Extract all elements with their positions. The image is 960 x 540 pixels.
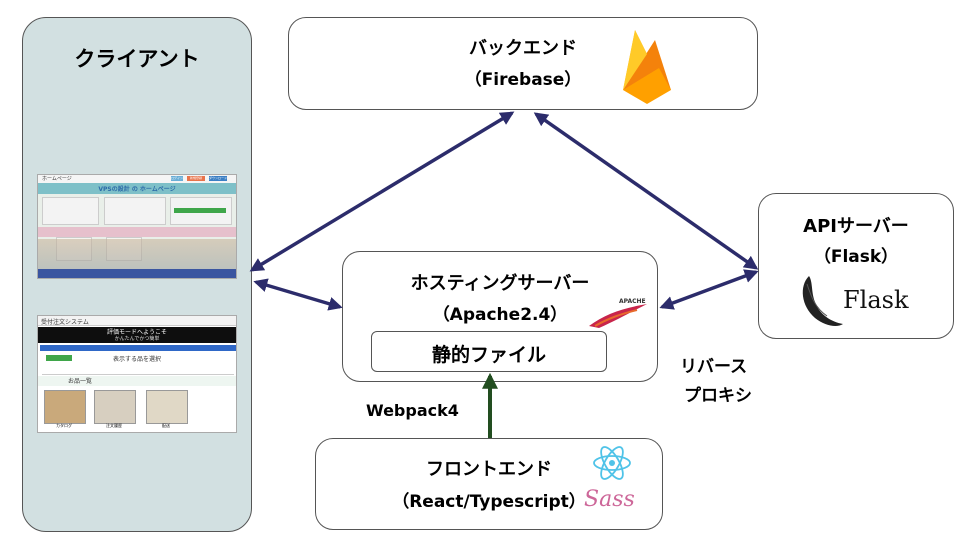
webpack-label: Webpack4 <box>366 401 459 420</box>
flask-horn-icon <box>802 276 843 326</box>
homepage-tab: ホームページ <box>42 176 72 182</box>
frontend-title: フロントエンド <box>426 459 552 480</box>
homepage-heading: VPSの設計 の ホームページ <box>98 186 176 193</box>
client-hosting-arrow <box>253 278 343 311</box>
welcome-subtitle: かんたんでかつ簡単 <box>114 336 160 342</box>
register-button[interactable]: 新規登録 <box>187 176 205 181</box>
login-button[interactable]: ログイン <box>171 176 183 181</box>
api-title: APIサーバー <box>803 216 909 237</box>
welcome-text: 評価モードへようこそ <box>106 329 167 336</box>
item2-caption: 注文履歴 <box>106 423 122 428</box>
client-backend-arrow <box>249 111 515 272</box>
reverse-proxy-label-line2: プロキシ <box>684 386 752 406</box>
homepage-screenshot: ホームページ ログイン 新規登録 ダウンロード VPSの設計 の ホームページ <box>37 174 237 279</box>
list-title: お品一覧 <box>68 378 93 385</box>
backend-subtitle: （Firebase） <box>464 70 582 90</box>
select-label: 表示する品を選択 <box>112 356 161 363</box>
backend-title: バックエンド <box>469 38 577 59</box>
client-title: クライアント <box>74 47 200 71</box>
apache-feather-icon <box>589 304 647 328</box>
order-tab: 受付注文システム <box>41 319 89 326</box>
api-server-box: APIサーバー （Flask） Flask <box>758 193 954 339</box>
hosting-title: ホスティングサーバー <box>410 273 590 294</box>
api-backend-arrow <box>533 112 759 270</box>
frontend-subtitle: （React/Typescript） <box>392 492 586 512</box>
item1-caption: カタログ <box>56 423 72 428</box>
api-hosting-arrow <box>659 269 759 310</box>
static-files-label: 静的ファイル <box>431 344 546 366</box>
item3-caption: 配送 <box>162 423 170 428</box>
download-button[interactable]: ダウンロード <box>209 176 227 181</box>
api-subtitle: （Flask） <box>813 247 899 267</box>
firebase-icon <box>623 30 671 104</box>
backend-box: バックエンド （Firebase） <box>288 17 758 110</box>
frontend-box: フロントエンド （React/Typescript） Sass <box>315 438 663 530</box>
order-system-screenshot: 受付注文システム 評価モードへようこそ かんたんでかつ簡単 表示する品を選択 お… <box>37 315 237 433</box>
static-files-box: 静的ファイル <box>371 331 607 372</box>
apache-logo-text: APACHE <box>619 298 646 305</box>
client-panel: クライアント ホームページ ログイン 新規登録 ダウンロード VPSの設計 の … <box>22 17 252 532</box>
reverse-proxy-label-line1: リバース <box>680 357 748 377</box>
hosting-subtitle: （Apache2.4） <box>432 305 568 325</box>
flask-logo-text: Flask <box>843 286 909 314</box>
react-icon <box>593 446 631 480</box>
sass-logo-text: Sass <box>584 487 635 512</box>
